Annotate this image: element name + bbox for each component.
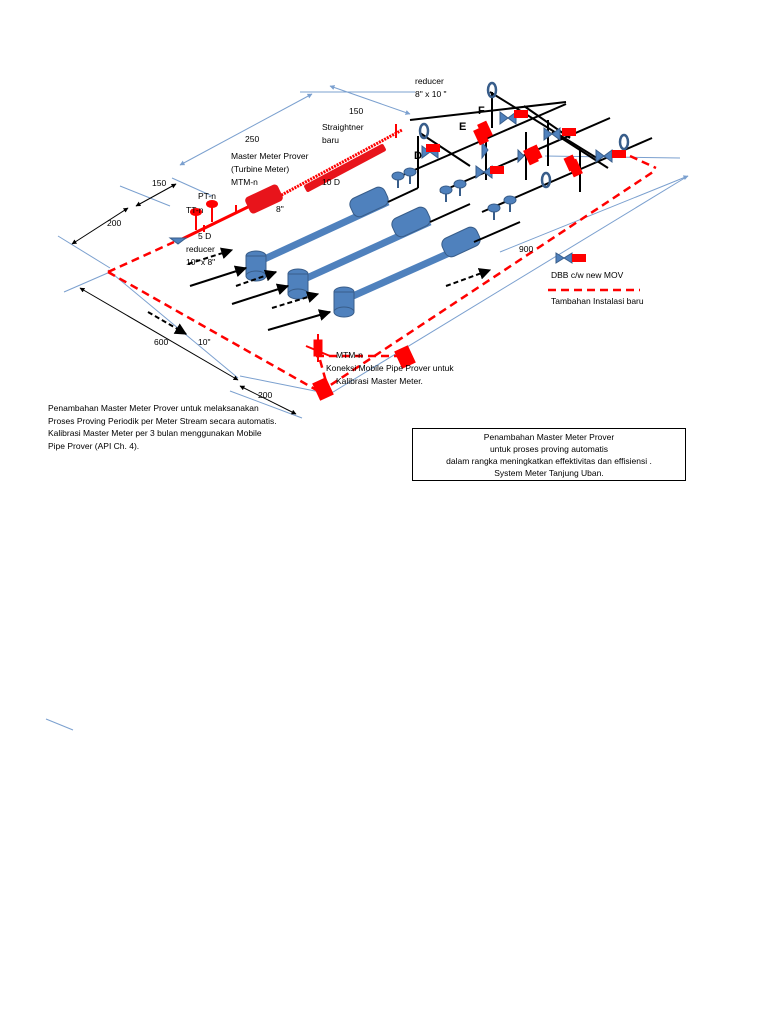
left-description-line: Pipe Prover (API Ch. 4). [48,440,140,451]
label-8-inch: 8" [276,204,284,214]
label-10-inch: 10" [198,337,210,347]
label-straightner-baru: baru [322,135,339,145]
dim-900: 900 [519,244,533,254]
letter-e: E [459,121,466,133]
koneksi-note-line-1: Koneksi Mobile Pipe Prover untuk [326,363,454,373]
left-description: Penambahan Master Meter Prover untuk mel… [48,402,277,452]
left-description-line: Proses Proving Periodik per Meter Stream… [48,415,277,426]
summary-box-line: untuk proses proving automatis [489,444,609,454]
summary-box-line: dalam rangka meningkatkan effektivitas d… [446,456,652,466]
dim-250: 250 [245,134,259,144]
label-tt: TT-n [186,205,204,215]
left-description-line: Penambahan Master Meter Prover untuk mel… [48,403,259,413]
label-master-meter-prover: Master Meter Prover [231,151,309,161]
label-reducer-top: reducer [415,76,444,86]
pt-tt-transmitters [190,200,218,230]
summary-box-line: System Meter Tanjung Uban. [494,468,604,478]
label-straightner: Straightner [322,122,364,132]
label-reducer-top-size: 8" x 10 " [415,89,447,99]
legend-dbb-symbol [555,252,586,264]
master-meter-prover [168,124,403,245]
summary-box-line: Penambahan Master Meter Prover [483,432,615,442]
dim-200-bottom: 200 [258,390,272,400]
label-reducer-left: reducer [186,244,215,254]
meter-run-2 [287,203,471,300]
label-10d: 10 D [322,177,340,187]
legend-new-install-label: Tambahan Instalasi baru [551,296,644,306]
left-description-line: Kalibrasi Master Meter per 3 bulan mengg… [48,428,262,438]
header-blinds [418,81,630,189]
dimension-arrows [71,183,297,415]
legend-dbb-label: DBB c/w new MOV [551,270,624,280]
label-mtm-bottom: MTM-n [336,350,363,360]
summary-box: Penambahan Master Meter Prover untuk pro… [412,428,686,481]
dim-150-left: 150 [152,178,166,188]
mobile-prover-connection [305,334,416,401]
label-pt: PT-n [198,191,216,201]
label-mtm-top: MTM-n [231,177,258,187]
dim-600: 600 [154,337,168,347]
flow-arrows [147,247,492,335]
dim-200-left: 200 [107,218,121,228]
label-turbine-meter: (Turbine Meter) [231,164,289,174]
label-reducer-left-size: 10" x 8" [186,257,215,267]
dimension-lines [45,85,689,731]
red-mov-actuators [426,110,626,178]
letter-d: D [414,150,422,162]
instrument-taps [391,167,517,220]
diagram-labels: reducer 8" x 10 " Straightner baru Maste… [107,76,644,400]
letter-f: F [478,105,485,117]
koneksi-note-line-2: Kalibrasi Master Meter. [336,376,423,386]
label-5d: 5 D [198,231,211,241]
dim-150-top: 150 [349,106,363,116]
meter-run-3 [333,221,521,318]
meter-run-1 [245,186,419,282]
